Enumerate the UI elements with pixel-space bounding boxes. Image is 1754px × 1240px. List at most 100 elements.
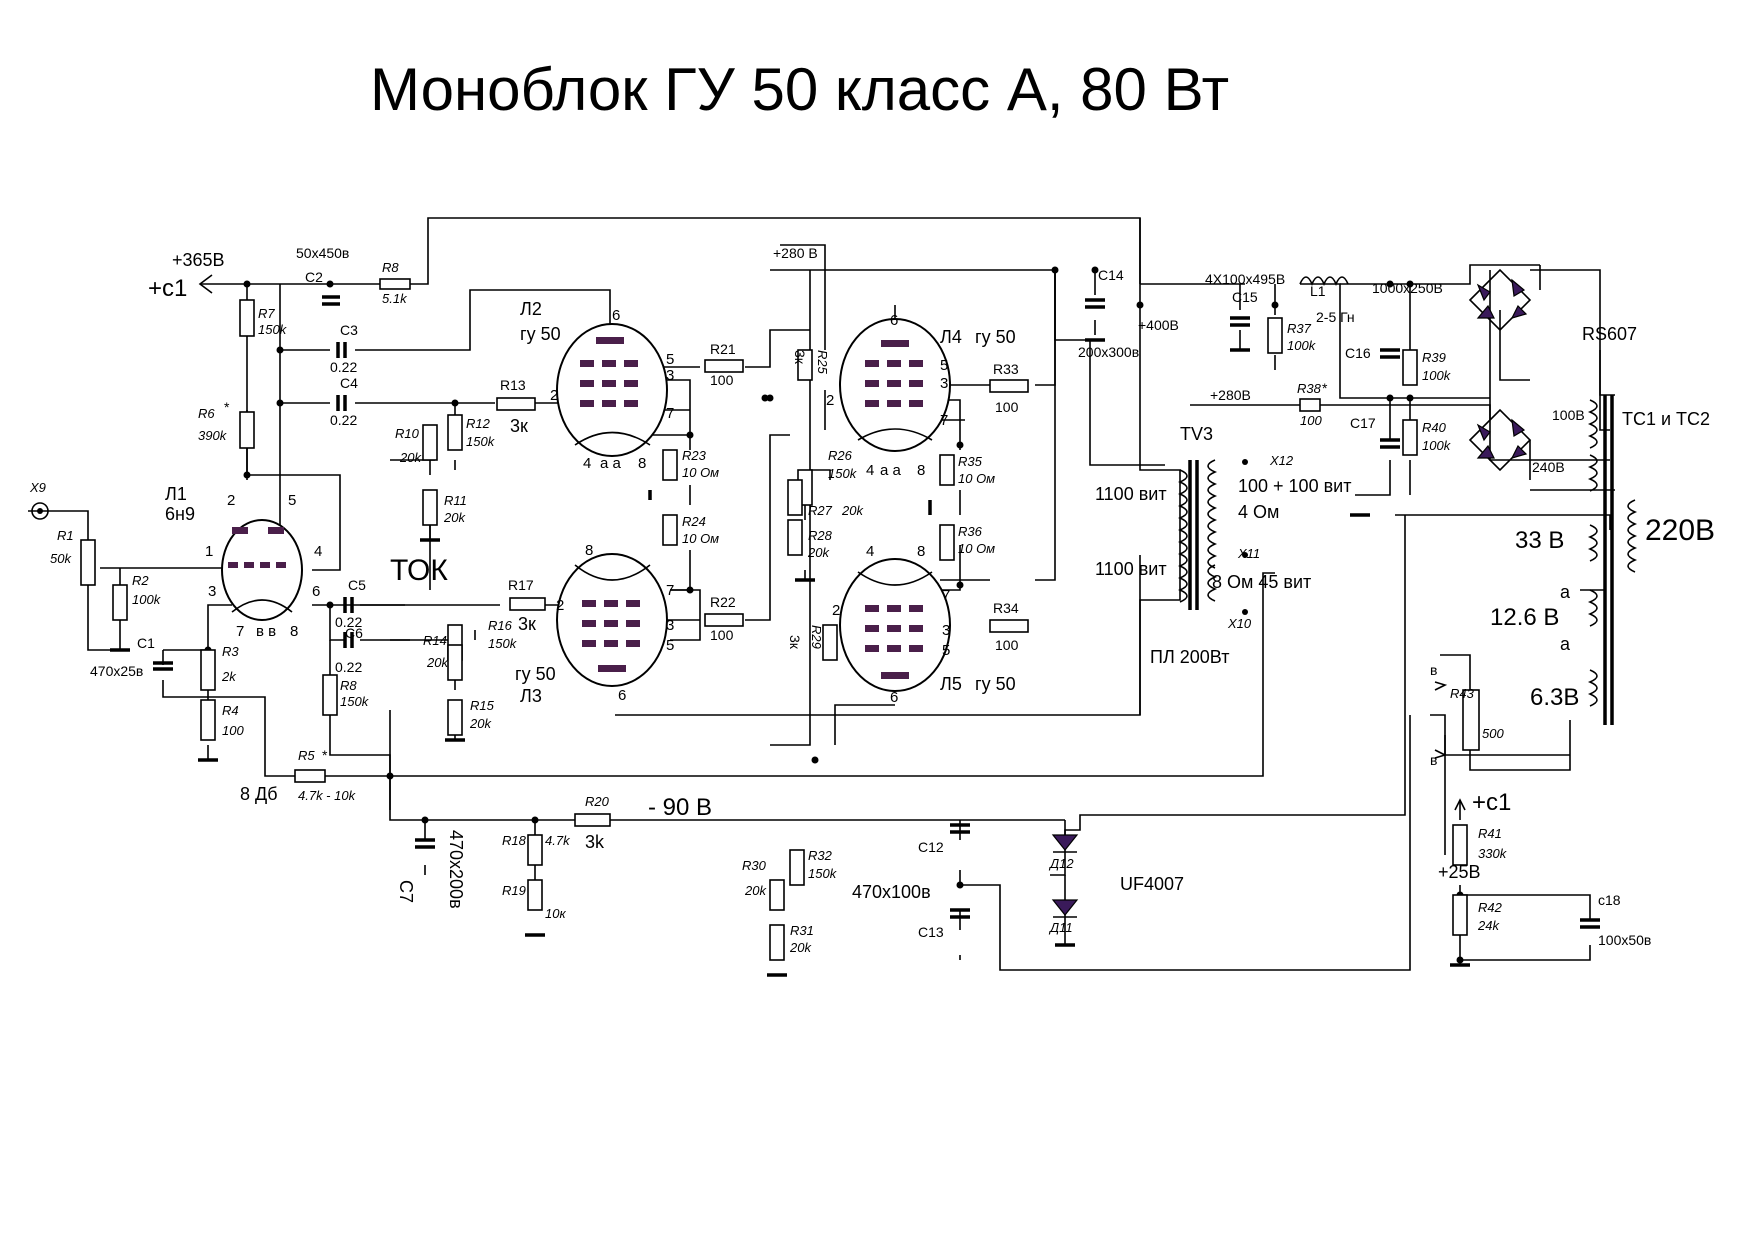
- tube-l4: [839, 318, 951, 452]
- tube-l1: [221, 519, 303, 621]
- label-v12-6: 12.6 В: [1490, 604, 1559, 631]
- pin-l5-7: 7: [942, 587, 950, 604]
- label-c12-val: 470x100в: [852, 882, 931, 902]
- label-r2-val: 100k: [132, 592, 162, 607]
- label-r28-val: 20k: [807, 545, 830, 560]
- label-r22: R22: [710, 594, 736, 610]
- label-a-top: а: [1560, 582, 1571, 602]
- pin-l3-7: 7: [666, 582, 674, 599]
- label-r36: R36: [958, 524, 983, 539]
- label-r3: R3: [222, 644, 239, 659]
- pin-l4-2: 2: [826, 392, 834, 409]
- label-v280b: +280В: [1210, 387, 1251, 403]
- label-c17: C17: [1350, 415, 1376, 431]
- label-c1-sup: +с1: [1472, 789, 1511, 816]
- label-c6: C6: [345, 625, 363, 641]
- label-r28: R28: [808, 528, 833, 543]
- label-r6: R6: [198, 406, 215, 421]
- label-core: ПЛ 200Вт: [1150, 647, 1229, 667]
- output-transformer-tv3: [1177, 459, 1218, 610]
- label-r10: R10: [395, 426, 420, 441]
- label-x11: X11: [1237, 546, 1260, 561]
- label-l4-type: гу 50: [975, 327, 1016, 347]
- ground-symbols: [110, 338, 1470, 977]
- label-l5-name: Л5: [940, 674, 962, 694]
- label-c2-rating: 50x450в: [296, 245, 349, 261]
- pin-l5-2: 2: [832, 602, 840, 619]
- label-r18-val: 4.7k: [545, 833, 571, 848]
- label-r43: R43: [1450, 686, 1475, 701]
- label-r5: R5: [298, 748, 315, 763]
- pin-l2-5: 5: [666, 351, 674, 368]
- label-c7: C7: [396, 880, 416, 903]
- pin-l1-5: 5: [288, 492, 296, 509]
- pin-l3-5: 5: [666, 637, 674, 654]
- label-r41-val: 330k: [1478, 846, 1508, 861]
- label-r27: R27: [808, 503, 833, 518]
- label-v280-top: +280 В: [773, 245, 818, 261]
- label-r39-val: 100k: [1422, 368, 1452, 383]
- label-r7-val: 150k: [258, 322, 288, 337]
- pin-l5-5: 5: [942, 642, 950, 659]
- label-r14-val: 20k: [426, 655, 449, 670]
- label-r31: R31: [790, 923, 814, 938]
- label-8db: 8 Дб: [240, 784, 278, 804]
- label-r17-val: 3к: [518, 614, 536, 634]
- label-c1: C1: [137, 635, 155, 651]
- label-l3-name: Л3: [520, 686, 542, 706]
- pin-l1-7: 7: [236, 623, 244, 640]
- label-r42: R42: [1478, 900, 1503, 915]
- label-r7: R7: [258, 306, 275, 321]
- label-x10: X10: [1227, 616, 1252, 631]
- pin-l2-2: 2: [550, 387, 558, 404]
- label-d11: Д11: [1048, 920, 1073, 935]
- pin-l2-3: 3: [666, 367, 674, 384]
- label-r24-val: 10 Ом: [682, 531, 719, 546]
- label-v220: 220В: [1645, 514, 1715, 547]
- label-r38-val: 100: [1300, 413, 1322, 428]
- label-r22-val: 100: [710, 627, 734, 643]
- label-rs607: RS607: [1582, 324, 1637, 344]
- label-r37: R37: [1287, 321, 1312, 336]
- capacitors: [153, 295, 1600, 929]
- label-r3-val: 2k: [221, 669, 237, 684]
- pin-l1-3: 3: [208, 583, 216, 600]
- label-tc: ТС1 и ТС2: [1622, 409, 1710, 429]
- label-r8b: R8: [340, 678, 357, 693]
- label-c18: c18: [1598, 892, 1621, 908]
- label-c3-val: 0.22: [330, 359, 357, 375]
- label-r27-val: 20k: [841, 503, 864, 518]
- label-r23: R23: [682, 448, 707, 463]
- label-c15-val: 4X100x495B: [1205, 271, 1285, 287]
- label-l5-type: гу 50: [975, 674, 1016, 694]
- label-l2-type: гу 50: [520, 324, 561, 344]
- label-v400: +400В: [1138, 317, 1179, 333]
- label-r36-val: 10 Ом: [958, 541, 995, 556]
- label-primary-1: 1100 вит: [1095, 484, 1167, 504]
- label-v240: 240В: [1532, 459, 1565, 475]
- label-l3-type: гу 50: [515, 664, 556, 684]
- pin-l4-3: 3: [940, 375, 948, 392]
- label-r17: R17: [508, 577, 534, 593]
- label-r11-val: 20k: [443, 510, 466, 525]
- label-sec-8ohm: 8 Ом 45 вит: [1212, 572, 1311, 592]
- label-r1-val: 50k: [50, 551, 72, 566]
- label-r10-val: 20k: [399, 450, 422, 465]
- label-v25: +25В: [1438, 862, 1481, 882]
- label-r39: R39: [1422, 350, 1446, 365]
- label-r19-val: 10к: [545, 906, 566, 921]
- page-title: Моноблок ГУ 50 класс А, 80 Вт: [370, 56, 1229, 123]
- label-c4: C4: [340, 375, 358, 391]
- label-c6-val: 0.22: [335, 659, 362, 675]
- label-c1-val: 470x25в: [90, 663, 143, 679]
- label-r30: R30: [742, 858, 767, 873]
- label-r24: R24: [682, 514, 706, 529]
- label-r20: R20: [585, 794, 610, 809]
- label-r32: R32: [808, 848, 833, 863]
- label-r23-val: 10 Ом: [682, 465, 719, 480]
- label-r8: R8: [382, 260, 399, 275]
- label-l1-name: Л1: [165, 484, 187, 504]
- label-r30-val: 20k: [744, 883, 767, 898]
- label-l1-val: 2-5 Гн: [1316, 309, 1355, 325]
- label-r33-val: 100: [995, 399, 1019, 415]
